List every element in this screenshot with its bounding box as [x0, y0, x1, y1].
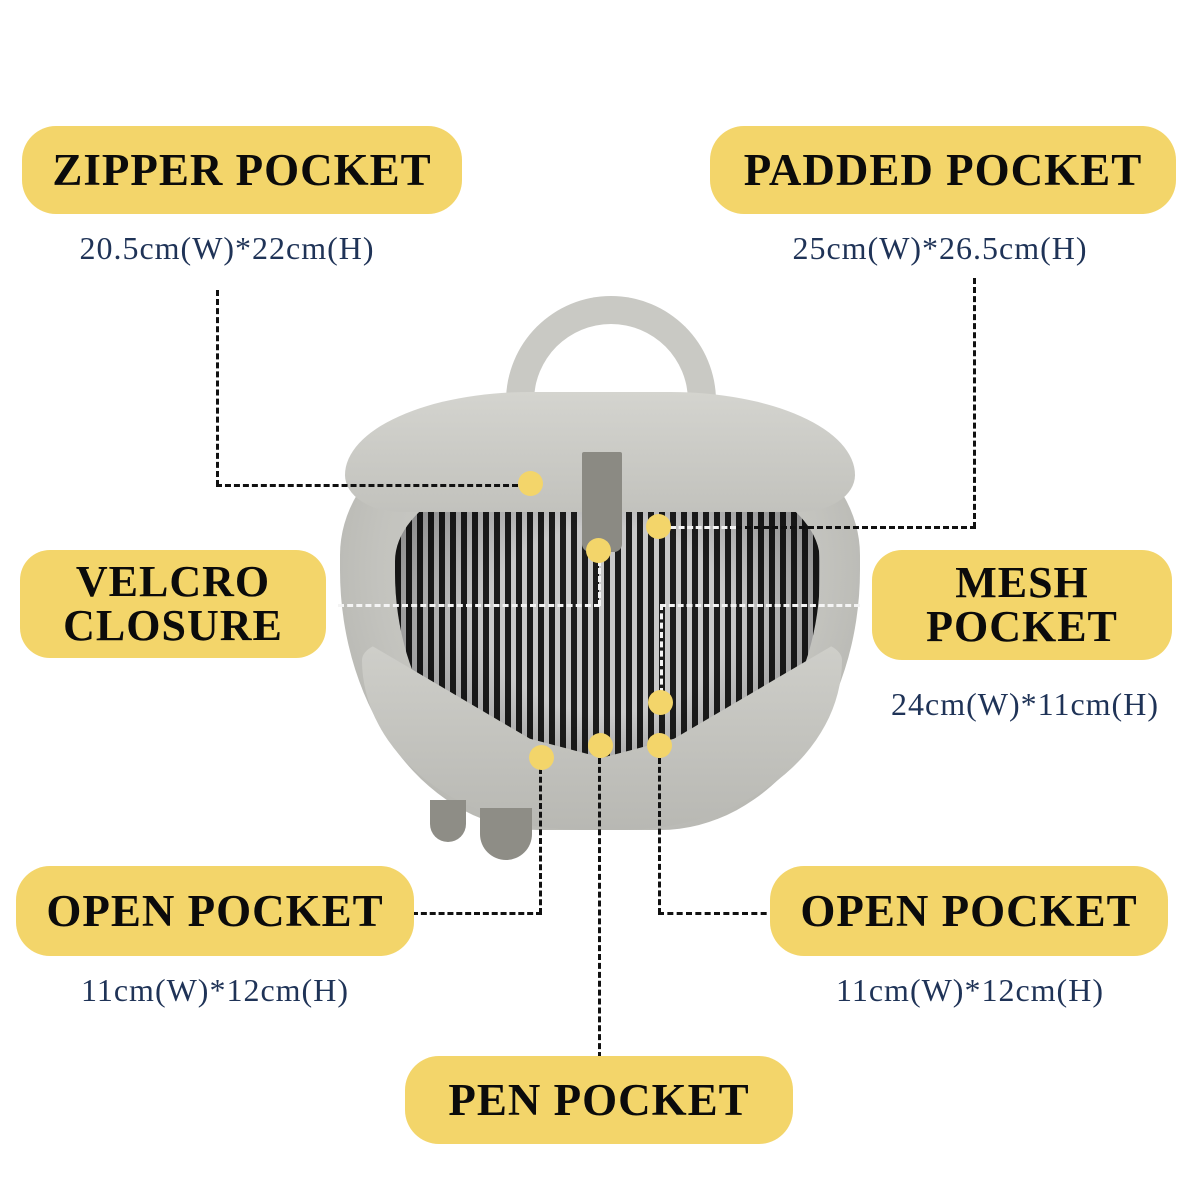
- leader-line-velcro-closure: [598, 560, 601, 606]
- leader-line-open-pocket-left: [539, 768, 542, 914]
- label-text: VELCRO: [75, 557, 271, 606]
- label-text: POCKET: [926, 602, 1118, 651]
- label-text: OPEN POCKET: [800, 885, 1138, 936]
- label-text: PEN POCKET: [448, 1074, 750, 1125]
- leader-line-pen-pocket: [598, 758, 601, 1058]
- label-text: CLOSURE: [63, 601, 283, 650]
- label-open-pocket-left: OPEN POCKET: [16, 866, 414, 956]
- dimensions-padded-pocket: 25cm(W)*26.5cm(H): [792, 230, 1088, 266]
- label-mesh-pocket: MESH POCKET: [872, 550, 1172, 660]
- label-zipper-pocket: ZIPPER POCKET: [22, 126, 462, 214]
- leader-line-open-pocket-right: [658, 758, 661, 914]
- label-open-pocket-right: OPEN POCKET: [770, 866, 1168, 956]
- marker-dot-velcro-closure: [586, 538, 611, 563]
- leader-line-padded-pocket: [973, 278, 976, 528]
- strap-end: [430, 800, 466, 842]
- marker-dot-open-pocket-right: [647, 733, 672, 758]
- label-text: PADDED POCKET: [743, 144, 1143, 195]
- leader-line-zipper-pocket: [216, 484, 518, 487]
- leader-line-open-pocket-right: [658, 912, 776, 915]
- leader-line-mesh-pocket: [660, 604, 860, 607]
- dimensions-open-pocket-left: 11cm(W)*12cm(H): [81, 972, 349, 1008]
- leader-line-mesh-pocket: [660, 604, 663, 694]
- leader-line-zipper-pocket: [216, 290, 219, 486]
- leader-line-padded-pocket: [736, 526, 976, 529]
- dimensions-zipper-pocket: 20.5cm(W)*22cm(H): [79, 230, 375, 266]
- marker-dot-mesh-pocket: [648, 690, 673, 715]
- marker-dot-open-pocket-left: [529, 745, 554, 770]
- leader-line-padded-pocket: [670, 526, 736, 529]
- marker-dot-zipper-pocket: [518, 471, 543, 496]
- strap-end: [480, 808, 532, 860]
- label-padded-pocket: PADDED POCKET: [710, 126, 1176, 214]
- marker-dot-pen-pocket: [588, 733, 613, 758]
- leader-line-velcro-closure: [338, 604, 600, 607]
- label-text: MESH: [955, 558, 1089, 607]
- label-pen-pocket: PEN POCKET: [405, 1056, 793, 1144]
- label-velcro-closure: VELCRO CLOSURE: [20, 550, 326, 658]
- dimensions-open-pocket-right: 11cm(W)*12cm(H): [836, 972, 1104, 1008]
- label-text: OPEN POCKET: [46, 885, 384, 936]
- dimensions-mesh-pocket: 24cm(W)*11cm(H): [891, 686, 1159, 722]
- label-text: ZIPPER POCKET: [52, 144, 432, 195]
- leader-line-open-pocket-left: [412, 912, 542, 915]
- velcro-tab: [582, 452, 622, 552]
- marker-dot-padded-pocket: [646, 514, 671, 539]
